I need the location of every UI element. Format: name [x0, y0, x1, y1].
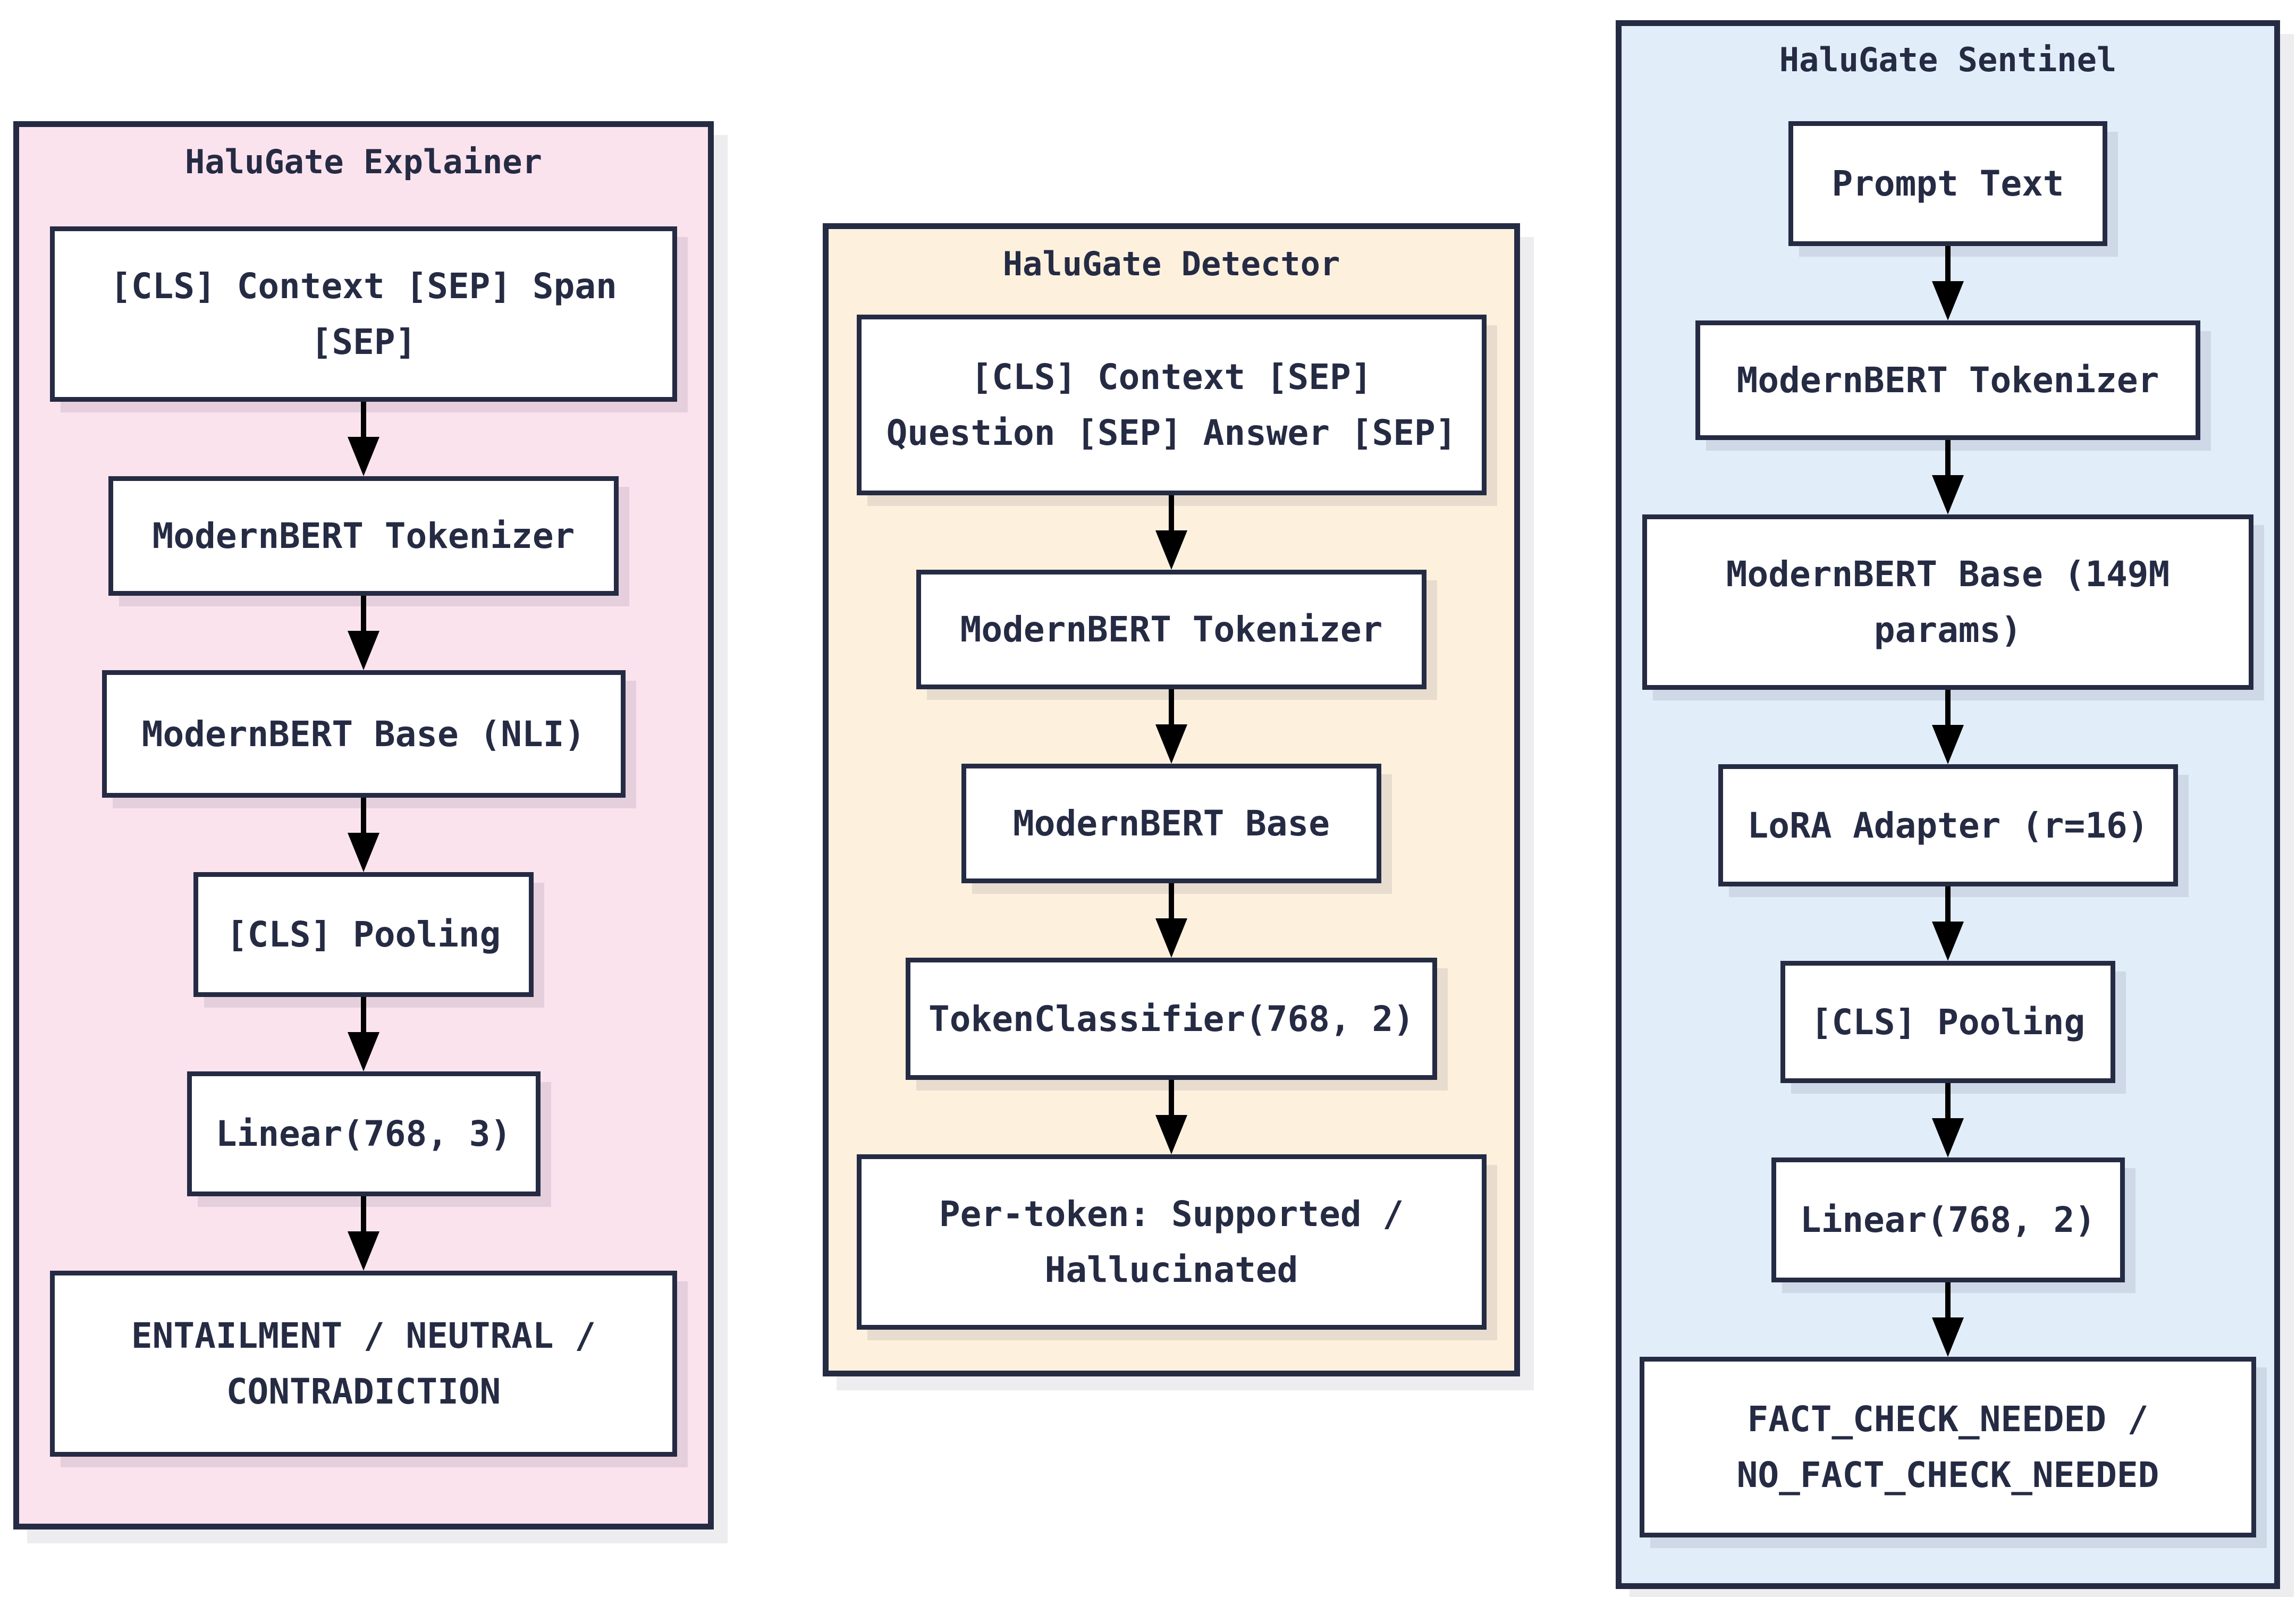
sentinel-prompt-node: Prompt Text [1788, 121, 2107, 247]
explainer-pooling-node: [CLS] Pooling [193, 872, 534, 998]
panel-halugate-detector: HaluGate Detector [CLS] Context [SEP] Qu… [823, 223, 1520, 1376]
detector-base-model-label: ModernBERT Base [1012, 803, 1330, 844]
explainer-linear-label: Linear(768, 3) [215, 1113, 512, 1154]
arrow-stem [1169, 1080, 1174, 1116]
arrow-stem [361, 1196, 366, 1232]
arrow-head [348, 833, 379, 873]
arrow-head [348, 437, 379, 477]
explainer-input-node: [CLS] Context [SEP] Span [SEP] [50, 226, 677, 402]
arrow-down-icon [1155, 689, 1187, 764]
explainer-base-model-label: ModernBERT Base (NLI) [141, 713, 586, 755]
sentinel-linear-node: Linear(768, 2) [1771, 1157, 2125, 1283]
sentinel-tokenizer-node: ModernBERT Tokenizer [1695, 320, 2200, 441]
panel-title-sentinel: HaluGate Sentinel [1779, 40, 2117, 79]
explainer-tokenizer-node: ModernBERT Tokenizer [108, 476, 619, 596]
explainer-output-node: ENTAILMENT / NEUTRAL / CONTRADICTION [50, 1271, 677, 1457]
arrow-down-icon [1932, 1282, 1964, 1357]
arrow-down-icon [1932, 1083, 1964, 1158]
arrow-stem [361, 997, 366, 1033]
arrow-stem [1945, 1083, 1951, 1119]
arrow-head [1932, 922, 1964, 961]
explainer-tokenizer-label: ModernBERT Tokenizer [152, 516, 575, 556]
panel-halugate-sentinel: HaluGate Sentinel Prompt Text ModernBERT… [1616, 20, 2280, 1589]
detector-output-node: Per-token: Supported / Hallucinated [856, 1154, 1487, 1330]
arrow-down-icon [348, 798, 379, 873]
arrow-stem [361, 596, 366, 631]
arrow-stem [1169, 689, 1174, 725]
sentinel-pooling-label: [CLS] Pooling [1810, 1001, 2086, 1043]
arrow-down-icon [1155, 1080, 1187, 1155]
explainer-output-label: ENTAILMENT / NEUTRAL / CONTRADICTION [131, 1315, 596, 1413]
explainer-base-model-node: ModernBERT Base (NLI) [102, 670, 626, 798]
detector-output-label: Per-token: Supported / Hallucinated [939, 1193, 1404, 1291]
arrow-down-icon [1932, 886, 1964, 961]
sentinel-linear-label: Linear(768, 2) [1800, 1199, 2096, 1240]
detector-input-node: [CLS] Context [SEP] Question [SEP] Answe… [856, 315, 1487, 496]
detector-base-model-node: ModernBERT Base [961, 764, 1381, 884]
arrow-stem [1169, 495, 1174, 531]
arrow-down-icon [1932, 440, 1964, 515]
arrow-stem [1945, 1282, 1951, 1318]
arrow-head [1155, 918, 1187, 958]
arrow-down-icon [348, 1196, 379, 1271]
arrow-stem [1945, 886, 1951, 922]
arrow-down-icon [1932, 246, 1964, 321]
arrow-head [1932, 475, 1964, 515]
arrow-head [1932, 1118, 1964, 1158]
arrow-stem [361, 402, 366, 437]
arrow-down-icon [1155, 883, 1187, 958]
detector-input-label: [CLS] Context [SEP] Question [SEP] Answe… [886, 356, 1457, 454]
detector-token-classifier-label: TokenClassifier(768, 2) [928, 998, 1414, 1040]
detector-tokenizer-node: ModernBERT Tokenizer [916, 570, 1426, 690]
sentinel-output-node: FACT_CHECK_NEEDED / NO_FACT_CHECK_NEEDED [1640, 1357, 2256, 1538]
arrow-down-icon [348, 402, 379, 477]
arrow-head [348, 631, 379, 671]
arrow-stem [1945, 690, 1951, 725]
explainer-input-label: [CLS] Context [SEP] Span [SEP] [110, 265, 617, 363]
detector-tokenizer-label: ModernBERT Tokenizer [960, 609, 1383, 650]
arrow-down-icon [348, 596, 379, 671]
arrow-head [1155, 724, 1187, 764]
sentinel-lora-adapter-label: LoRA Adapter (r=16) [1747, 805, 2149, 846]
arrow-stem [361, 798, 366, 833]
sentinel-lora-adapter-node: LoRA Adapter (r=16) [1718, 764, 2178, 887]
panel-halugate-explainer: HaluGate Explainer [CLS] Context [SEP] S… [13, 121, 714, 1530]
sentinel-pooling-node: [CLS] Pooling [1780, 961, 2115, 1084]
arrow-head [348, 1231, 379, 1271]
sentinel-base-model-label: ModernBERT Base (149M params) [1726, 553, 2170, 651]
arrow-stem [1945, 246, 1951, 282]
detector-token-classifier-node: TokenClassifier(768, 2) [906, 958, 1437, 1080]
sentinel-prompt-label: Prompt Text [1831, 163, 2064, 204]
panel-title-detector: HaluGate Detector [1002, 244, 1340, 283]
arrow-down-icon [1932, 690, 1964, 765]
sentinel-output-label: FACT_CHECK_NEEDED / NO_FACT_CHECK_NEEDED [1736, 1398, 2159, 1496]
explainer-pooling-label: [CLS] Pooling [226, 914, 501, 955]
arrow-head [1932, 281, 1964, 321]
sentinel-base-model-node: ModernBERT Base (149M params) [1642, 514, 2253, 690]
arrow-head [1932, 725, 1964, 765]
arrow-head [1932, 1317, 1964, 1357]
panel-title-explainer: HaluGate Explainer [185, 142, 542, 181]
explainer-linear-node: Linear(768, 3) [187, 1071, 541, 1197]
arrow-head [348, 1032, 379, 1072]
arrow-stem [1945, 440, 1951, 476]
arrow-down-icon [348, 997, 379, 1072]
arrow-stem [1169, 883, 1174, 919]
arrow-head [1155, 530, 1187, 570]
arrow-down-icon [1155, 495, 1187, 570]
sentinel-tokenizer-label: ModernBERT Tokenizer [1736, 360, 2159, 401]
arrow-head [1155, 1115, 1187, 1155]
